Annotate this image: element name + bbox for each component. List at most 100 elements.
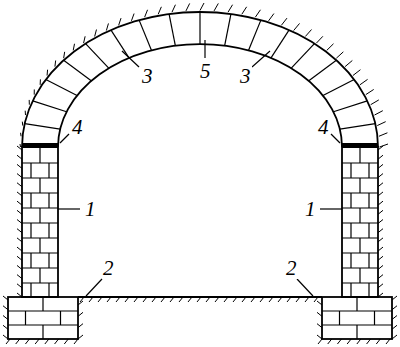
hatch-tick	[20, 133, 21, 136]
brick-joint	[368, 223, 369, 238]
callout-number: 3	[239, 66, 252, 87]
hatch-tick	[269, 14, 274, 21]
brick-joint	[22, 282, 58, 283]
brick-joint	[368, 283, 369, 297]
leader-line	[204, 40, 205, 58]
hatch-tick	[353, 70, 361, 76]
voussoir-joint	[139, 20, 151, 50]
brick-joint	[374, 311, 375, 325]
voussoir-joint	[225, 14, 231, 46]
hatch-tick	[158, 7, 161, 14]
callout-number: 2	[102, 258, 115, 279]
hatch-tick	[345, 60, 352, 66]
callout-number: 1	[304, 199, 317, 220]
voussoir-joint	[323, 80, 354, 96]
hatch-tick	[73, 44, 74, 51]
brick-joint	[322, 310, 392, 311]
brick-joint	[39, 208, 40, 223]
arch-intrados	[58, 44, 342, 147]
hatch-tick	[379, 133, 387, 136]
voussoir-joint	[169, 14, 175, 46]
hatch-tick	[20, 144, 22, 147]
hatch-tick	[25, 111, 26, 115]
arch-extrados	[22, 12, 378, 147]
hatch-tick	[186, 3, 190, 10]
leader-line	[86, 279, 102, 296]
hatch-tick	[380, 144, 389, 147]
brick-joint	[30, 193, 31, 208]
brick-joint	[342, 222, 378, 223]
brick-joint	[22, 222, 58, 223]
hatch-tick	[336, 52, 343, 58]
brick-joint	[359, 208, 360, 223]
right-footing	[322, 297, 392, 339]
voussoir-joint	[46, 80, 77, 96]
brick-joint	[342, 282, 378, 283]
hatch-tick	[242, 7, 247, 14]
brick-joint	[48, 193, 49, 208]
hatch-tick	[119, 18, 121, 25]
brick-joint	[359, 238, 360, 253]
brick-joint	[368, 193, 369, 208]
leader-line	[122, 51, 139, 67]
brick-joint	[356, 297, 357, 311]
hatch-tick	[47, 70, 48, 76]
brick-joint	[30, 283, 31, 297]
hatch-tick	[255, 10, 260, 17]
brick-joint	[339, 311, 340, 325]
brick-joint	[368, 253, 369, 268]
hatch-tick	[377, 122, 385, 126]
brick-joint	[39, 268, 40, 283]
left-wall	[22, 147, 58, 297]
hatch-tick	[375, 111, 383, 115]
hatch-tick	[40, 79, 41, 85]
leader-line	[320, 208, 342, 209]
ground-hatching	[3, 3, 397, 344]
left-footing	[8, 297, 78, 339]
voussoir-joint	[271, 30, 289, 58]
brick-joint	[22, 252, 58, 253]
hatch-tick	[200, 3, 204, 11]
hatch-tick	[294, 23, 300, 30]
voussoir-joint	[33, 101, 67, 112]
callout-number: 4	[71, 117, 84, 138]
leader-lines	[58, 40, 342, 296]
hatch-tick	[360, 79, 368, 85]
hatch-tick	[106, 23, 108, 30]
leader-line	[58, 208, 80, 209]
brick-joint	[30, 253, 31, 268]
brick-joint	[42, 297, 43, 311]
voussoir-joint	[309, 60, 337, 81]
brick-joint	[48, 223, 49, 238]
hatch-tick	[316, 36, 322, 43]
brick-joint	[368, 163, 369, 178]
leader-line	[331, 134, 340, 143]
brick-joint	[30, 223, 31, 238]
brick-joint	[42, 325, 43, 339]
hatch-tick	[172, 5, 175, 12]
callout-number: 1	[84, 199, 97, 220]
hatch-tick	[64, 52, 65, 58]
brick-joint	[39, 238, 40, 253]
voussoir-joint	[86, 44, 109, 69]
callout-number: 3	[141, 66, 154, 87]
brick-joint	[39, 178, 40, 193]
hatch-tick	[305, 30, 311, 37]
brick-joint	[8, 310, 78, 311]
floor-line	[78, 296, 322, 298]
hatch-tick	[228, 5, 233, 12]
brick-joint	[30, 163, 31, 178]
voussoir-joint	[249, 20, 261, 50]
voussoir-joint	[25, 124, 60, 130]
hatch-tick	[54, 60, 56, 66]
hatch-tick	[84, 36, 86, 43]
hatch-tick	[95, 30, 97, 37]
hatch-tick	[145, 10, 148, 17]
brick-joint	[39, 148, 40, 163]
brick-joint	[22, 162, 58, 163]
hatch-tick	[214, 3, 218, 10]
brick-joint	[359, 268, 360, 283]
voussoir-joint	[199, 12, 200, 44]
